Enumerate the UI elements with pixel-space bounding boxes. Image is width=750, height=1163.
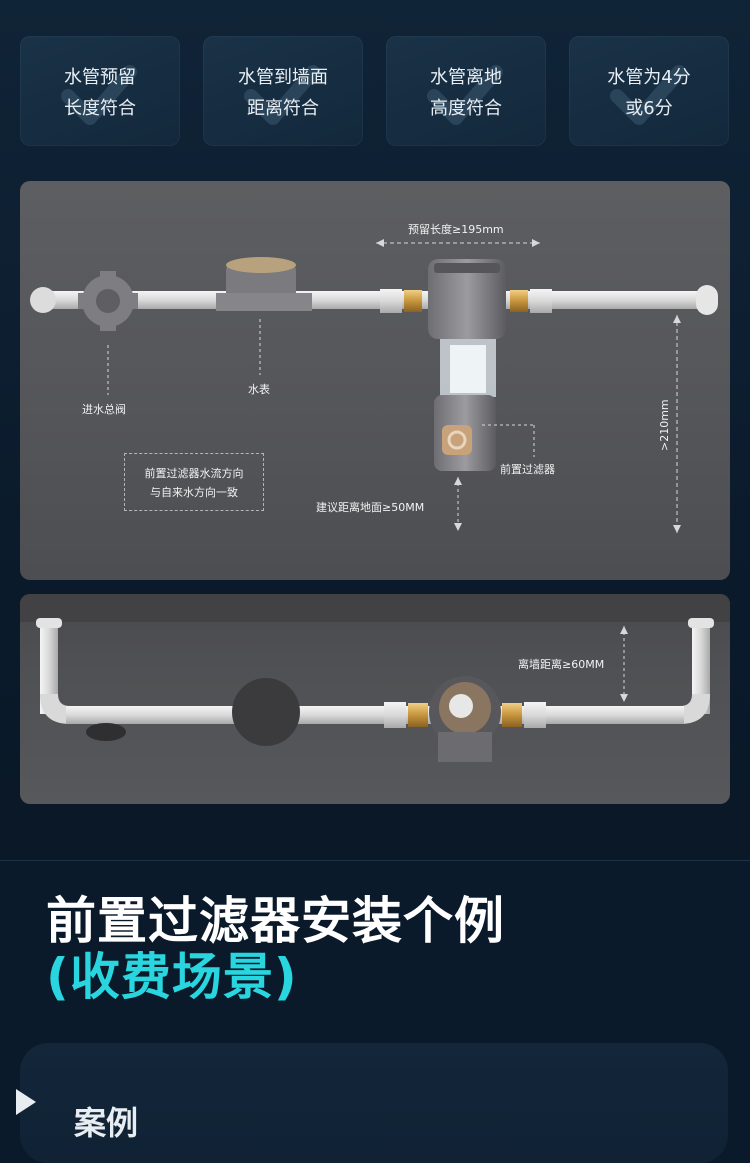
requirement-line2: 距离符合 <box>247 98 319 119</box>
top-view-diagram: 离墙距离≥60MM <box>20 594 730 804</box>
water-meter-label: 水表 <box>248 383 270 396</box>
reserved-length-label: 预留长度≥195mm <box>408 223 504 236</box>
play-arrow-icon <box>16 1089 36 1115</box>
case-label: 案例 <box>74 1104 139 1142</box>
floor-distance-label: 建议距离地面≥50MM <box>316 501 425 514</box>
check-icon <box>427 65 503 125</box>
section-divider <box>0 860 750 861</box>
requirement-card-wall-distance: 水管到墙面 距离符合 <box>203 36 363 146</box>
installation-requirements-section: 水管预留 长度符合 水管到墙面 距离符合 水管离地 高度符合 水管为4分 或6分 <box>0 0 750 860</box>
requirement-line1: 水管为4分 <box>607 67 691 88</box>
section-title: 前置过滤器安装个例 <box>46 892 505 950</box>
requirement-line2: 高度符合 <box>430 98 502 119</box>
valve-handle <box>78 271 138 331</box>
install-case-section: 前置过滤器安装个例 (收费场景) 案例 <box>0 861 750 1163</box>
main-valve-label: 进水总阀 <box>82 403 126 416</box>
requirement-line2: 长度符合 <box>64 98 136 119</box>
requirement-line1: 水管离地 <box>430 67 502 88</box>
requirement-line1: 水管到墙面 <box>238 67 328 88</box>
requirement-line1: 水管预留 <box>64 67 136 88</box>
requirement-cards: 水管预留 长度符合 水管到墙面 距离符合 水管离地 高度符合 水管为4分 或6分 <box>20 36 730 148</box>
case-card[interactable]: 案例 <box>16 1043 728 1163</box>
check-icon <box>61 65 137 125</box>
wall-distance-label: 离墙距离≥60MM <box>518 658 605 671</box>
hint-line1: 前置过滤器水流方向 <box>144 467 244 480</box>
requirement-line2: 或6分 <box>625 98 673 119</box>
check-icon <box>244 65 320 125</box>
requirement-card-pipe-length: 水管预留 长度符合 <box>20 36 180 146</box>
front-view-diagram: 预留长度≥195mm 进水总阀 水表 前置过滤器 建议距离地面≥50MM >21… <box>20 181 730 580</box>
pre-filter-label: 前置过滤器 <box>500 463 555 476</box>
section-subtitle: (收费场景) <box>46 948 298 1006</box>
hint-line2: 与自来水方向一致 <box>150 486 238 499</box>
front-view-illustration <box>30 239 718 533</box>
top-view-illustration <box>20 594 730 762</box>
check-icon <box>610 65 686 125</box>
pre-filter-top <box>429 676 501 762</box>
requirement-card-pipe-size: 水管为4分 或6分 <box>569 36 729 146</box>
pre-filter-unit <box>428 259 506 471</box>
water-meter <box>216 257 312 311</box>
flow-direction-hint: 前置过滤器水流方向 与自来水方向一致 <box>124 453 264 511</box>
requirement-card-floor-height: 水管离地 高度符合 <box>386 36 546 146</box>
height-label: >210mm <box>658 399 671 451</box>
